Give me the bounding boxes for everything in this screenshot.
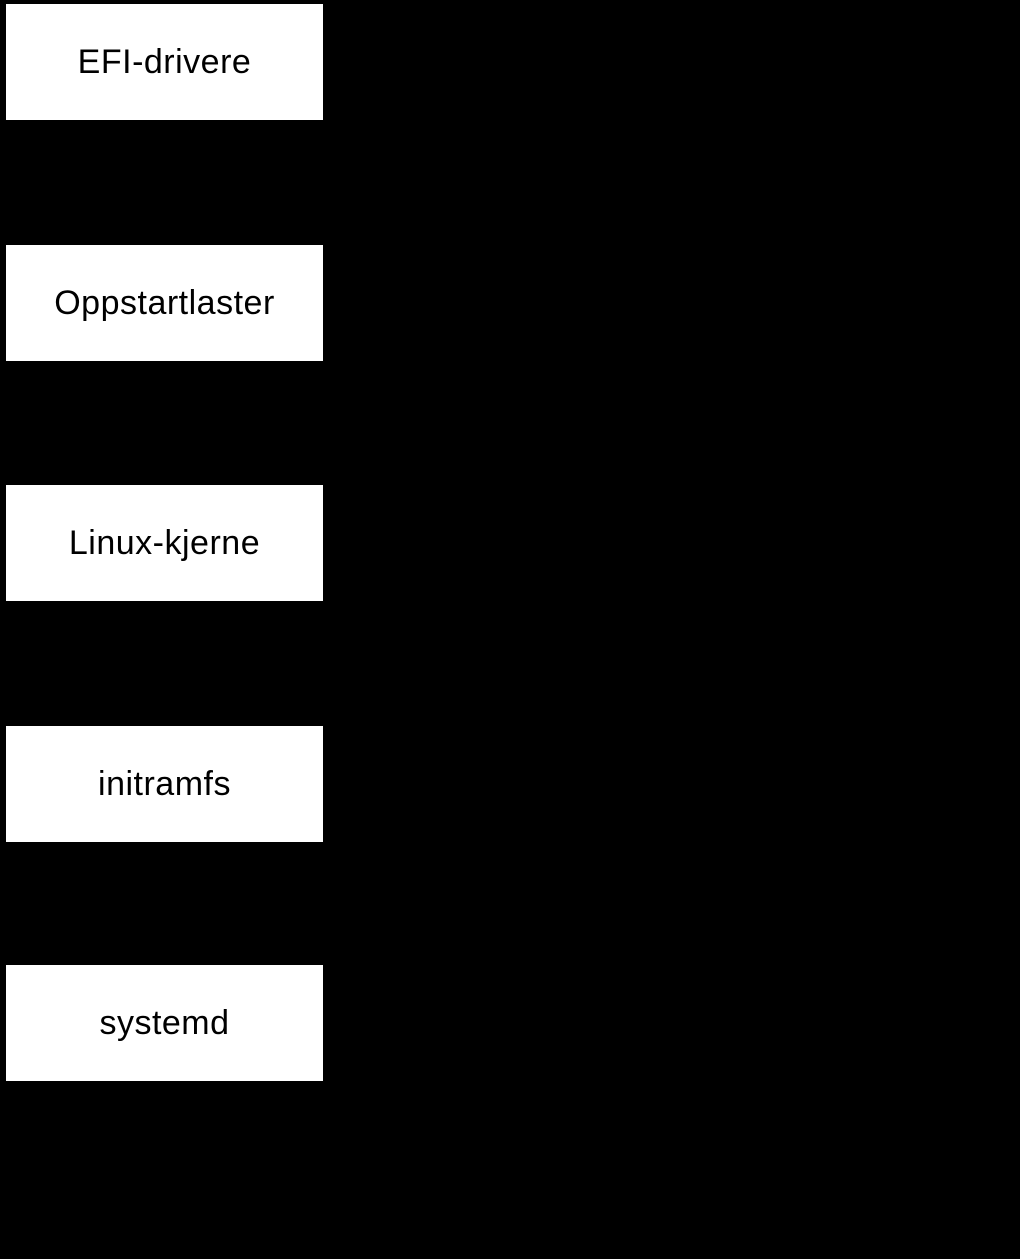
- node-efi-drivere: EFI-drivere: [6, 4, 323, 120]
- node-label: Oppstartlaster: [54, 284, 275, 322]
- node-label: systemd: [99, 1004, 230, 1042]
- node-oppstartlaster: Oppstartlaster: [6, 245, 323, 361]
- node-label: initramfs: [98, 765, 231, 803]
- node-linux-kjerne: Linux-kjerne: [6, 485, 323, 601]
- node-initramfs: initramfs: [6, 726, 323, 842]
- node-label: EFI-drivere: [77, 43, 252, 81]
- node-label: Linux-kjerne: [68, 524, 261, 562]
- node-systemd: systemd: [6, 965, 323, 1081]
